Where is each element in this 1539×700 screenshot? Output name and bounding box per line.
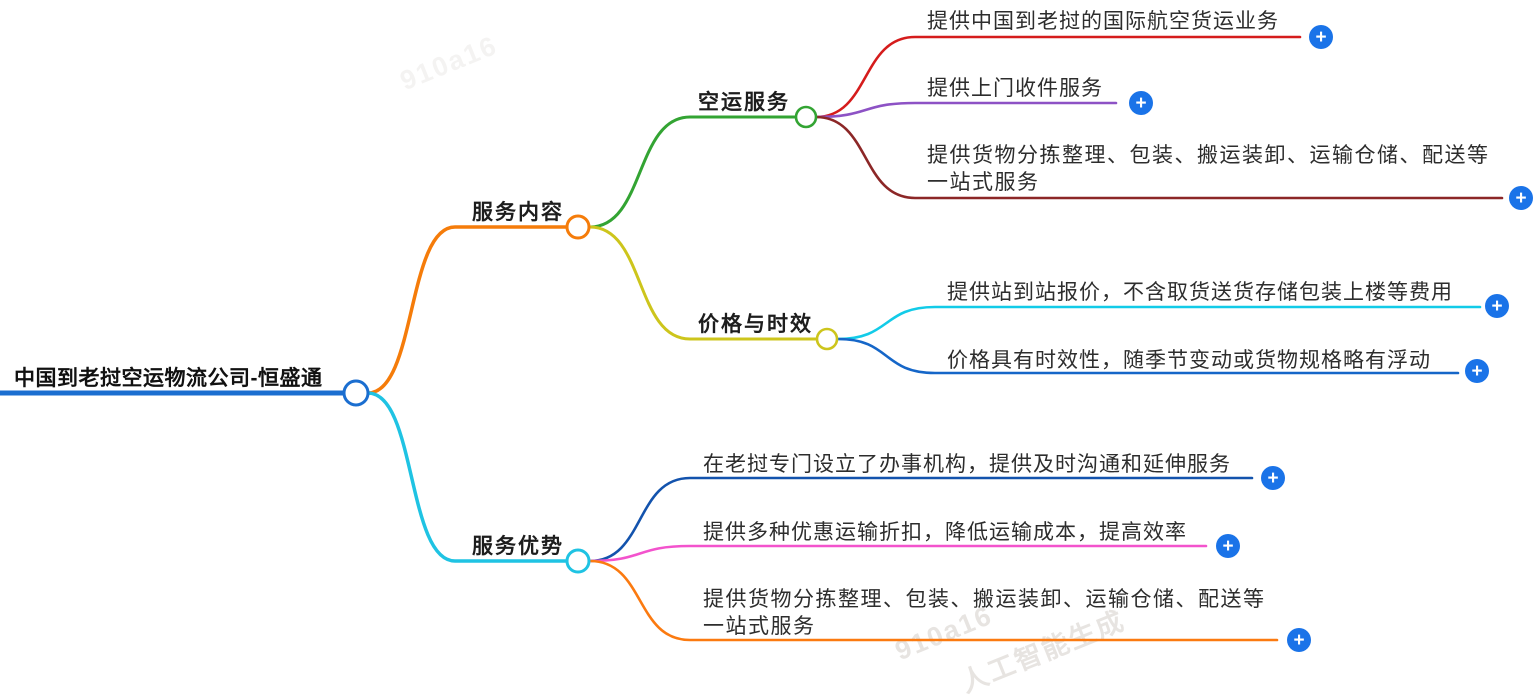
edge-advantage-to-one-stop xyxy=(588,559,1279,642)
edge-root-to-service-content xyxy=(366,225,569,395)
add-child-button-price-fluctuation[interactable]: + xyxy=(1465,359,1489,383)
node-label-price-timeliness[interactable]: 价格与时效 xyxy=(698,313,813,336)
edge-root-to-service-advantage xyxy=(366,391,569,563)
leaf-label-one-stop-2[interactable]: 提供货物分拣整理、包装、搬运装卸、运输仓储、配送等一站式服务 xyxy=(703,588,1266,638)
edge-air-service-to-door-pickup xyxy=(814,101,1118,119)
node-label-air-service[interactable]: 空运服务 xyxy=(698,91,790,114)
leaf-label-price-fluctuation[interactable]: 价格具有时效性，随季节变动或货物规格略有浮动 xyxy=(947,349,1431,372)
leaf-label-door-pickup[interactable]: 提供上门收件服务 xyxy=(927,77,1103,100)
add-child-button-laos-office[interactable]: + xyxy=(1261,466,1285,490)
connector-lines xyxy=(0,35,1504,642)
add-child-button-station-quote[interactable]: + xyxy=(1485,294,1509,318)
edge-air-service-to-intl-cargo xyxy=(814,35,1302,119)
edge-advantage-to-discounts xyxy=(588,544,1208,563)
leaf-label-station-quote[interactable]: 提供站到站报价，不含取货送货存储包装上楼等费用 xyxy=(947,281,1453,304)
edge-service-content-to-price-timeliness xyxy=(588,225,819,341)
node-circle-price-timeliness[interactable] xyxy=(815,327,839,351)
node-circle-service-content[interactable] xyxy=(565,214,591,240)
add-child-button-discounts[interactable]: + xyxy=(1216,534,1240,558)
node-circle-air-service[interactable] xyxy=(794,105,818,129)
mindmap-canvas: 910a16 910a16 人工智能生成 中国到老挝空运物流公司-恒盛通 xyxy=(0,10,1533,698)
edge-air-service-to-one-stop xyxy=(814,115,1504,200)
node-circle-service-advantage[interactable] xyxy=(565,548,591,574)
leaf-label-intl-cargo[interactable]: 提供中国到老挝的国际航空货运业务 xyxy=(927,10,1279,33)
root-node-label[interactable]: 中国到老挝空运物流公司-恒盛通 xyxy=(14,367,323,390)
leaf-label-laos-office[interactable]: 在老挝专门设立了办事机构，提供及时沟通和延伸服务 xyxy=(703,453,1231,476)
leaf-label-discounts[interactable]: 提供多种优惠运输折扣，降低运输成本，提高效率 xyxy=(703,521,1187,544)
leaf-label-one-stop[interactable]: 提供货物分拣整理、包装、搬运装卸、运输仓储、配送等一站式服务 xyxy=(927,144,1490,194)
node-circle-root[interactable] xyxy=(342,379,370,407)
node-label-service-advantage[interactable]: 服务优势 xyxy=(472,535,564,558)
node-label-service-content[interactable]: 服务内容 xyxy=(472,201,564,224)
add-child-button-intl-cargo[interactable]: + xyxy=(1309,25,1333,49)
add-child-button-door-pickup[interactable]: + xyxy=(1129,91,1153,115)
edge-advantage-to-laos-office xyxy=(588,476,1254,563)
add-child-button-one-stop-2[interactable]: + xyxy=(1287,628,1311,652)
edge-price-to-station-quote xyxy=(836,305,1482,341)
add-child-button-one-stop[interactable]: + xyxy=(1509,186,1533,210)
edge-price-to-fluctuation xyxy=(836,337,1460,375)
edge-service-content-to-air-service xyxy=(588,115,798,229)
